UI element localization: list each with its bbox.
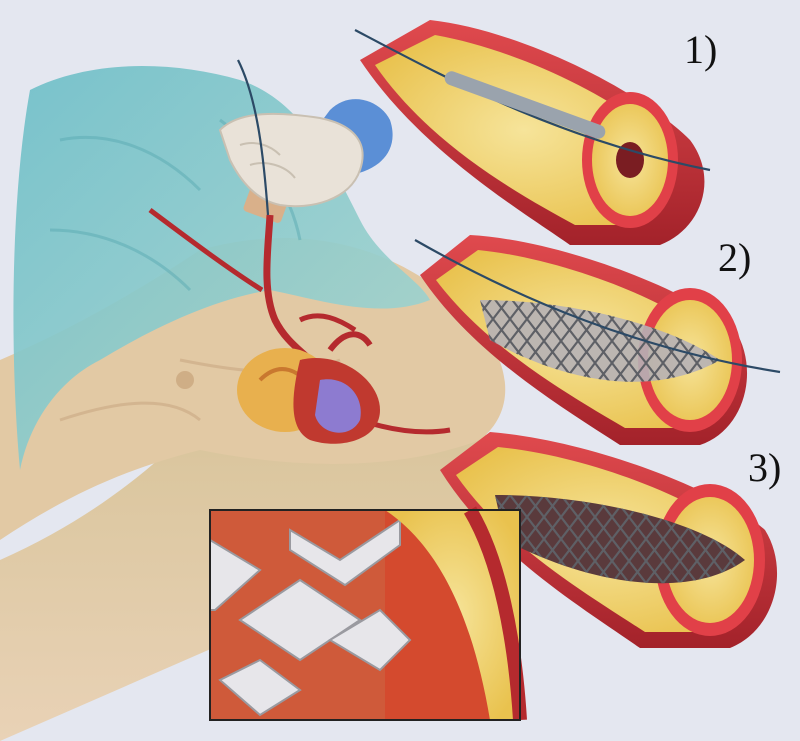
artery-step-1 — [354, 20, 711, 245]
inset-stent-closeup — [209, 506, 527, 721]
step-label-2: 2) — [718, 235, 752, 280]
step-label-3: 3) — [748, 445, 782, 490]
heart-icon — [237, 331, 380, 444]
stent-expanded — [495, 495, 745, 584]
stent-icon — [480, 300, 720, 382]
glove-hand-icon — [218, 99, 393, 208]
guidewire-icon — [237, 59, 270, 216]
nipple — [176, 371, 194, 389]
guidewire-2 — [414, 239, 781, 374]
balloon-catheter — [444, 71, 606, 139]
artery-step-3 — [440, 432, 778, 648]
step-label-1: 1) — [684, 27, 718, 72]
artery-step-2 — [414, 235, 781, 445]
